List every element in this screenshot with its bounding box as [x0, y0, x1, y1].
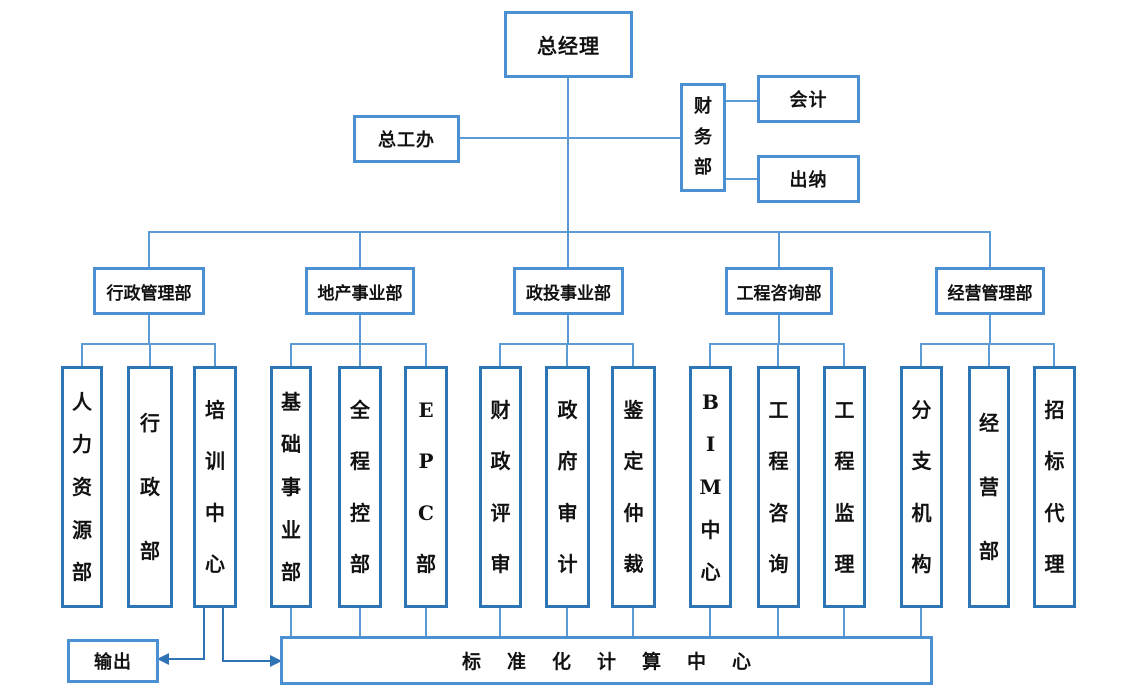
node-cashier: 出纳	[757, 155, 860, 203]
node-chief-engineer-office: 总工办	[353, 115, 460, 163]
connector-to-bar	[709, 608, 711, 637]
connector-to-bar	[920, 608, 922, 637]
node-finance-dept: 财务部	[680, 83, 726, 192]
node-bidding-agency: 招标代理	[1033, 366, 1076, 608]
connector-dept-bus	[148, 315, 150, 345]
connector-child-stub	[709, 343, 711, 366]
connector-to-bar	[499, 608, 501, 637]
node-output: 输出	[67, 639, 159, 683]
connector-to-bar	[425, 608, 427, 637]
node-standardization-computing-center: 标准化计算中心	[280, 636, 933, 685]
node-appraisal-arbitration: 鉴定仲裁	[611, 366, 656, 608]
connector-group-bus	[290, 343, 426, 345]
connector-dept-drop	[778, 231, 780, 267]
connector-distribution-line	[148, 231, 991, 233]
connector-dept-drop	[989, 231, 991, 267]
connector-finance-accounting	[726, 100, 757, 102]
connector-group-bus	[81, 343, 216, 345]
connector-child-stub	[777, 343, 779, 366]
node-accounting: 会计	[757, 75, 860, 123]
connector-dept-bus	[567, 315, 569, 345]
arrow-right-icon	[270, 655, 282, 667]
node-fiscal-review: 财政评审	[479, 366, 522, 608]
connector-training-bar-arrowline	[222, 660, 271, 662]
connector-dept-drop	[567, 231, 569, 267]
node-admin-dept: 行政部	[127, 366, 173, 608]
node-gov-audit: 政府审计	[545, 366, 590, 608]
connector-to-bar	[843, 608, 845, 637]
node-dept-realestate: 地产事业部	[305, 267, 415, 315]
node-dept-consulting: 工程咨询部	[725, 267, 833, 315]
connector-child-stub	[843, 343, 845, 366]
node-engineering-consulting: 工程咨询	[757, 366, 800, 608]
node-engineering-supervision: 工程监理	[823, 366, 866, 608]
connector-dept-bus	[778, 315, 780, 345]
connector-child-stub	[359, 343, 361, 366]
connector-training-bar-drop	[222, 608, 224, 662]
arrow-left-icon	[157, 653, 169, 665]
connector-to-bar	[290, 608, 292, 637]
connector-child-stub	[632, 343, 634, 366]
connector-child-stub	[290, 343, 292, 366]
connector-child-stub	[920, 343, 922, 366]
connector-child-stub	[149, 343, 151, 366]
connector-finance-cashier	[726, 178, 757, 180]
connector-root-drop	[567, 78, 569, 232]
connector-child-stub	[214, 343, 216, 366]
connector-training-output-drop	[203, 608, 205, 660]
connector-dept-drop	[359, 231, 361, 267]
node-training-center: 培训中心	[193, 366, 237, 608]
node-branch-offices: 分支机构	[900, 366, 943, 608]
node-hr-dept: 人力资源部	[61, 366, 103, 608]
connector-child-stub	[988, 343, 990, 366]
connector-to-bar	[566, 608, 568, 637]
connector-staff-line	[460, 137, 680, 139]
node-general-manager: 总经理	[504, 11, 633, 78]
node-dept-govinvest: 政投事业部	[513, 267, 624, 315]
connector-child-stub	[1053, 343, 1055, 366]
node-dept-management: 经营管理部	[935, 267, 1045, 315]
connector-dept-bus	[359, 315, 361, 345]
connector-training-output-arrowline	[168, 658, 205, 660]
node-operations-dept: 经营部	[968, 366, 1010, 608]
connector-child-stub	[425, 343, 427, 366]
connector-to-bar	[777, 608, 779, 637]
node-fullprocess-control-dept: 全程控部	[338, 366, 382, 608]
node-dept-admin: 行政管理部	[93, 267, 205, 315]
connector-child-stub	[499, 343, 501, 366]
node-foundation-dept: 基础事业部	[270, 366, 312, 608]
connector-dept-drop	[148, 231, 150, 267]
connector-child-stub	[566, 343, 568, 366]
connector-group-bus	[920, 343, 1055, 345]
connector-dept-bus	[989, 315, 991, 345]
connector-to-bar	[632, 608, 634, 637]
connector-to-bar	[359, 608, 361, 637]
connector-child-stub	[81, 343, 83, 366]
